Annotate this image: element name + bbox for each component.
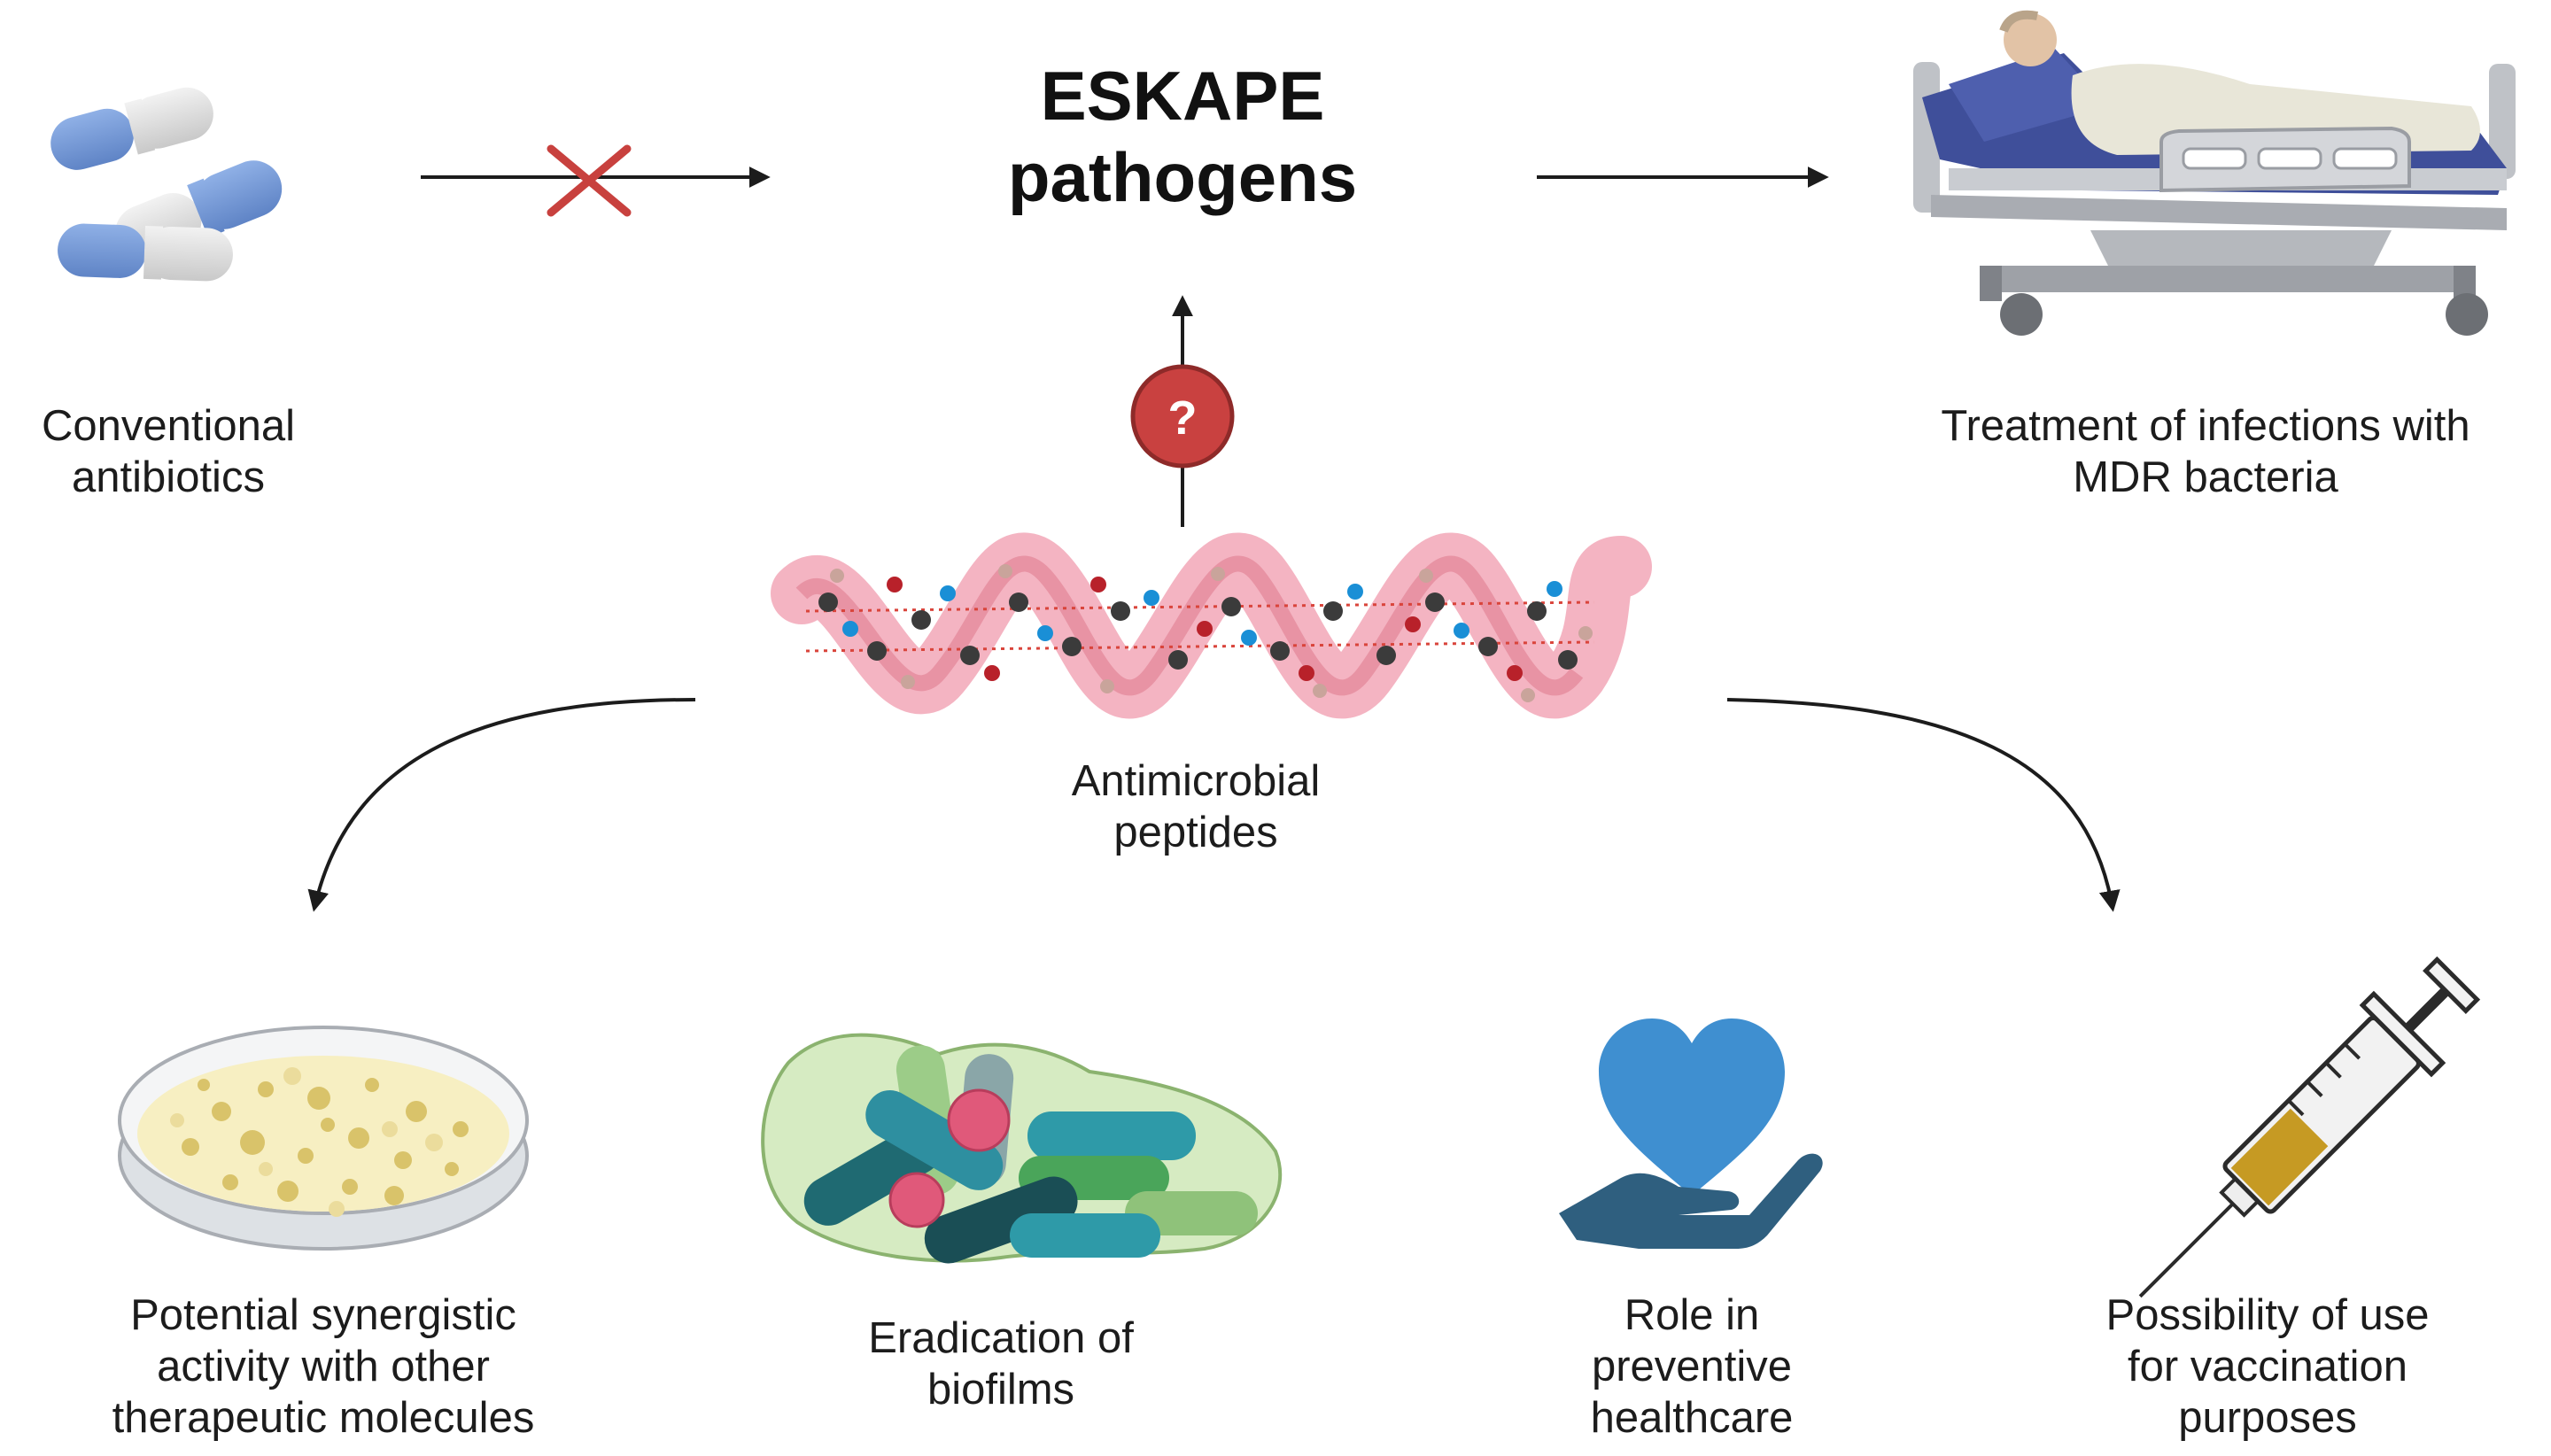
- label-line: peptides: [1113, 809, 1278, 856]
- preventive-healthcare-label: Role in preventive healthcare: [1497, 1289, 1887, 1444]
- arrow-to-left-outcomes: [307, 698, 696, 912]
- arrow-to-right-outcomes: [1726, 698, 2121, 912]
- pills-icon: [50, 87, 283, 282]
- label-line: Treatment of infections with: [1941, 402, 2470, 450]
- label-line: MDR bacteria: [2073, 453, 2338, 501]
- blocked-cross-icon: [547, 144, 632, 217]
- biofilm-eradication-label: Eradication of biofilms: [779, 1313, 1222, 1415]
- label-line: preventive: [1591, 1343, 1793, 1390]
- label-line: purposes: [2178, 1394, 2357, 1442]
- heart-hand-icon: [1559, 1018, 1823, 1249]
- peptide-helix-icon: [771, 532, 1652, 719]
- label-line: Role in: [1624, 1291, 1760, 1339]
- conventional-antibiotics-label: Conventional antibiotics: [9, 400, 328, 503]
- label-line: Antimicrobial: [1071, 757, 1321, 805]
- antimicrobial-peptides-label: Antimicrobial peptides: [983, 755, 1408, 858]
- label-line: antibiotics: [72, 453, 265, 501]
- vaccination-label: Possibility of use for vaccination purpo…: [2002, 1289, 2533, 1444]
- title-line-2: pathogens: [1007, 138, 1358, 216]
- label-line: Possibility of use: [2105, 1291, 2430, 1339]
- syringe-icon: [2138, 956, 2481, 1298]
- main-title: ESKAPE pathogens: [912, 55, 1453, 218]
- title-line-1: ESKAPE: [1040, 57, 1325, 135]
- petri-dish-icon: [118, 1026, 529, 1251]
- label-line: therapeutic molecules: [112, 1394, 535, 1442]
- label-line: activity with other: [157, 1343, 490, 1390]
- biofilm-icon: [761, 1033, 1283, 1264]
- label-line: biofilms: [927, 1366, 1075, 1413]
- question-mark: ?: [1168, 391, 1198, 445]
- synergistic-activity-label: Potential synergistic activity with othe…: [35, 1289, 611, 1444]
- question-badge-icon: [1130, 364, 1235, 469]
- hospital-bed-icon: [1913, 10, 2516, 336]
- label-line: for vaccination: [2128, 1343, 2408, 1390]
- label-line: Conventional: [41, 402, 296, 450]
- label-line: Potential synergistic: [130, 1291, 516, 1339]
- label-line: Eradication of: [868, 1314, 1134, 1362]
- label-line: healthcare: [1590, 1394, 1794, 1442]
- treatment-label: Treatment of infections with MDR bacteri…: [1869, 400, 2542, 503]
